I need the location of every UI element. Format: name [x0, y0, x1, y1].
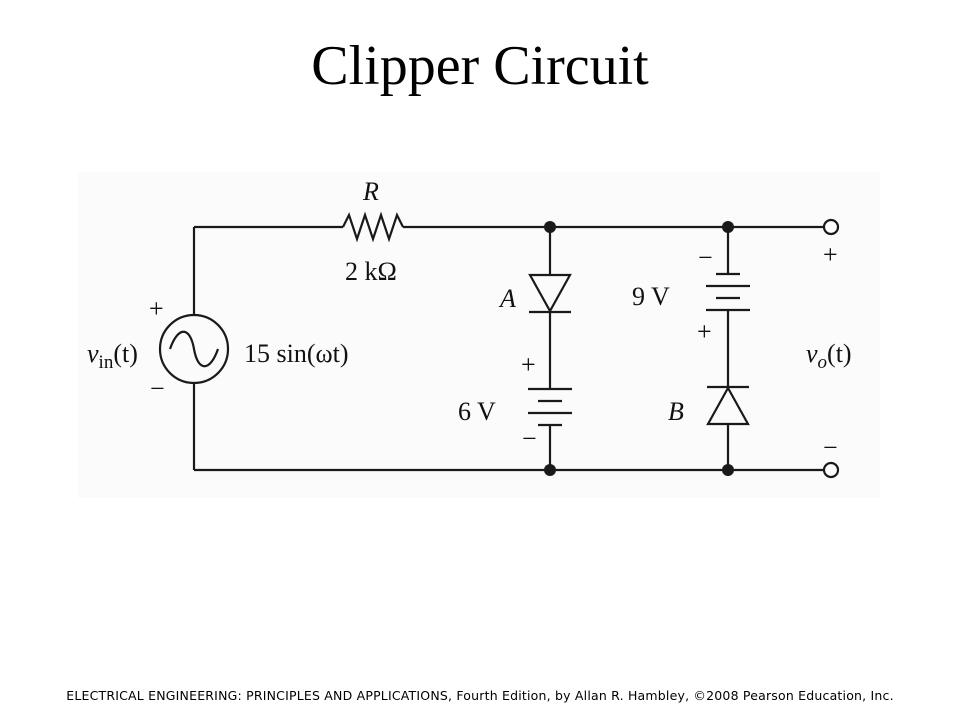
output-subscript: o	[818, 352, 828, 373]
ac-sine-icon	[168, 330, 220, 368]
output-arg: (t)	[827, 339, 852, 368]
output-terminal-bottom	[822, 461, 840, 479]
output-plus-sign: +	[823, 240, 838, 269]
battery-6v-plus-sign: +	[521, 350, 536, 379]
source-v: v	[87, 339, 99, 368]
source-plus-sign: +	[149, 294, 164, 323]
output-voltage-label: vo(t)	[806, 339, 852, 373]
diode-a-label: A	[498, 284, 516, 313]
junction-dot	[722, 221, 734, 233]
resistor-value-label: 2 kΩ	[345, 257, 397, 286]
battery-6v-minus-sign: −	[522, 424, 537, 453]
battery-6v-label: 6 V	[458, 397, 496, 426]
source-subscript: in	[99, 352, 114, 373]
battery-9v-label: 9 V	[632, 282, 670, 311]
junction-dot	[544, 221, 556, 233]
diode-b-triangle	[706, 385, 750, 426]
source-minus-sign: −	[150, 374, 165, 403]
output-minus-sign: −	[823, 433, 838, 462]
source-voltage-label: vin(t)	[87, 339, 138, 373]
slide-title: Clipper Circuit	[311, 35, 649, 97]
junction-dot	[722, 464, 734, 476]
output-terminal-top	[822, 218, 840, 236]
output-v: v	[806, 339, 818, 368]
resistor-r	[342, 211, 404, 243]
battery-9v-plus-sign: +	[697, 317, 712, 346]
resistor-symbol-label: R	[362, 177, 379, 206]
battery-9v-minus-sign: −	[698, 243, 713, 272]
diode-b-label: B	[668, 397, 684, 426]
copyright-footer: ELECTRICAL ENGINEERING: PRINCIPLES AND A…	[66, 688, 894, 703]
diode-a-triangle	[528, 273, 572, 314]
source-expression: 15 sin(ωt)	[244, 339, 349, 368]
source-arg: (t)	[113, 339, 138, 368]
junction-dot	[544, 464, 556, 476]
